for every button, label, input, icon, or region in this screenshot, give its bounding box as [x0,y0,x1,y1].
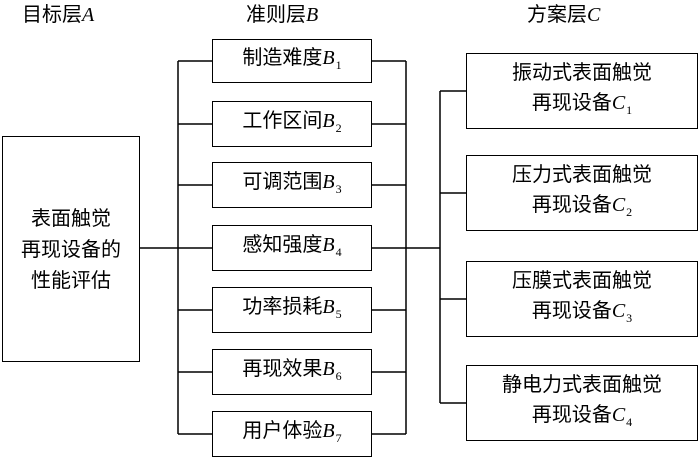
goal-line-1: 表面触觉 [31,205,111,230]
goal-line-2: 再现设备的 [21,236,121,261]
criterion-var: B [322,47,335,69]
criterion-var: B [322,171,335,193]
scheme-line-2-text: 再现设备 [531,298,612,322]
scheme-node-3: 压膜式表面触觉 再现设备C3 [466,261,698,337]
goal-node: 表面触觉 再现设备的 性能评估 [2,136,140,362]
scheme-line-2: 再现设备C4 [502,399,662,437]
criterion-node-5: 功率损耗B5 [212,287,372,333]
criterion-label: 感知强度 [242,232,323,256]
criterion-node-1: 制造难度B1 [212,39,372,83]
scheme-line-1: 振动式表面触觉 [512,60,652,84]
criterion-label: 可调范围 [242,169,323,193]
criterion-sub: 3 [335,182,342,196]
criterion-sub: 7 [335,431,342,445]
criterion-node-7: 用户体验B7 [212,411,372,457]
criterion-label: 功率损耗 [242,294,323,318]
criterion-node-3: 可调范围B3 [212,162,372,208]
scheme-sub: 4 [626,415,633,429]
criterion-sub: 1 [335,58,342,72]
scheme-line-2: 再现设备C1 [512,87,652,125]
scheme-line-2-text: 再现设备 [531,402,612,426]
criterion-var: B [322,296,335,318]
criterion-node-4: 感知强度B4 [212,225,372,271]
criterion-var: B [322,420,335,442]
scheme-sub: 1 [626,103,633,117]
scheme-var: C [611,92,626,114]
criterion-label: 用户体验 [242,418,323,442]
criterion-sub: 5 [335,307,342,321]
criterion-var: B [322,110,335,132]
scheme-line-2-text: 再现设备 [531,192,612,216]
scheme-line-1: 压膜式表面触觉 [512,268,652,292]
scheme-sub: 3 [626,311,633,325]
criterion-var: B [322,234,335,256]
scheme-line-2: 再现设备C3 [512,295,652,333]
criteria-layer-header: 准则层B [246,2,318,27]
scheme-layer-header: 方案层C [527,2,600,27]
criterion-node-6: 再现效果B6 [212,349,372,395]
criterion-sub: 4 [335,245,342,259]
scheme-node-2: 压力式表面触觉 再现设备C2 [466,155,698,231]
criterion-sub: 6 [335,369,342,383]
criterion-node-2: 工作区间B2 [212,101,372,147]
scheme-line-2: 再现设备C2 [512,189,652,227]
criteria-layer-header-text: 准则层 [246,2,306,26]
criterion-var: B [322,358,335,380]
scheme-line-1: 压力式表面触觉 [512,162,652,186]
goal-layer-header: 目标层A [22,2,94,27]
scheme-var: C [611,300,626,322]
goal-layer-header-var: A [82,4,95,26]
scheme-sub: 2 [626,205,633,219]
criterion-sub: 2 [335,121,342,135]
scheme-line-2-text: 再现设备 [531,90,612,114]
scheme-node-1: 振动式表面触觉 再现设备C1 [466,53,698,129]
goal-line-3: 性能评估 [31,267,111,292]
scheme-var: C [611,404,626,426]
scheme-var: C [611,194,626,216]
criterion-label: 制造难度 [242,45,323,69]
goal-layer-header-text: 目标层 [22,2,82,26]
criterion-label: 再现效果 [242,356,323,380]
criteria-layer-header-var: B [306,4,319,26]
criterion-label: 工作区间 [242,108,323,132]
scheme-line-1: 静电力式表面触觉 [502,372,662,396]
scheme-layer-header-var: C [587,4,601,26]
scheme-node-4: 静电力式表面触觉 再现设备C4 [466,365,698,441]
scheme-layer-header-text: 方案层 [527,2,587,26]
